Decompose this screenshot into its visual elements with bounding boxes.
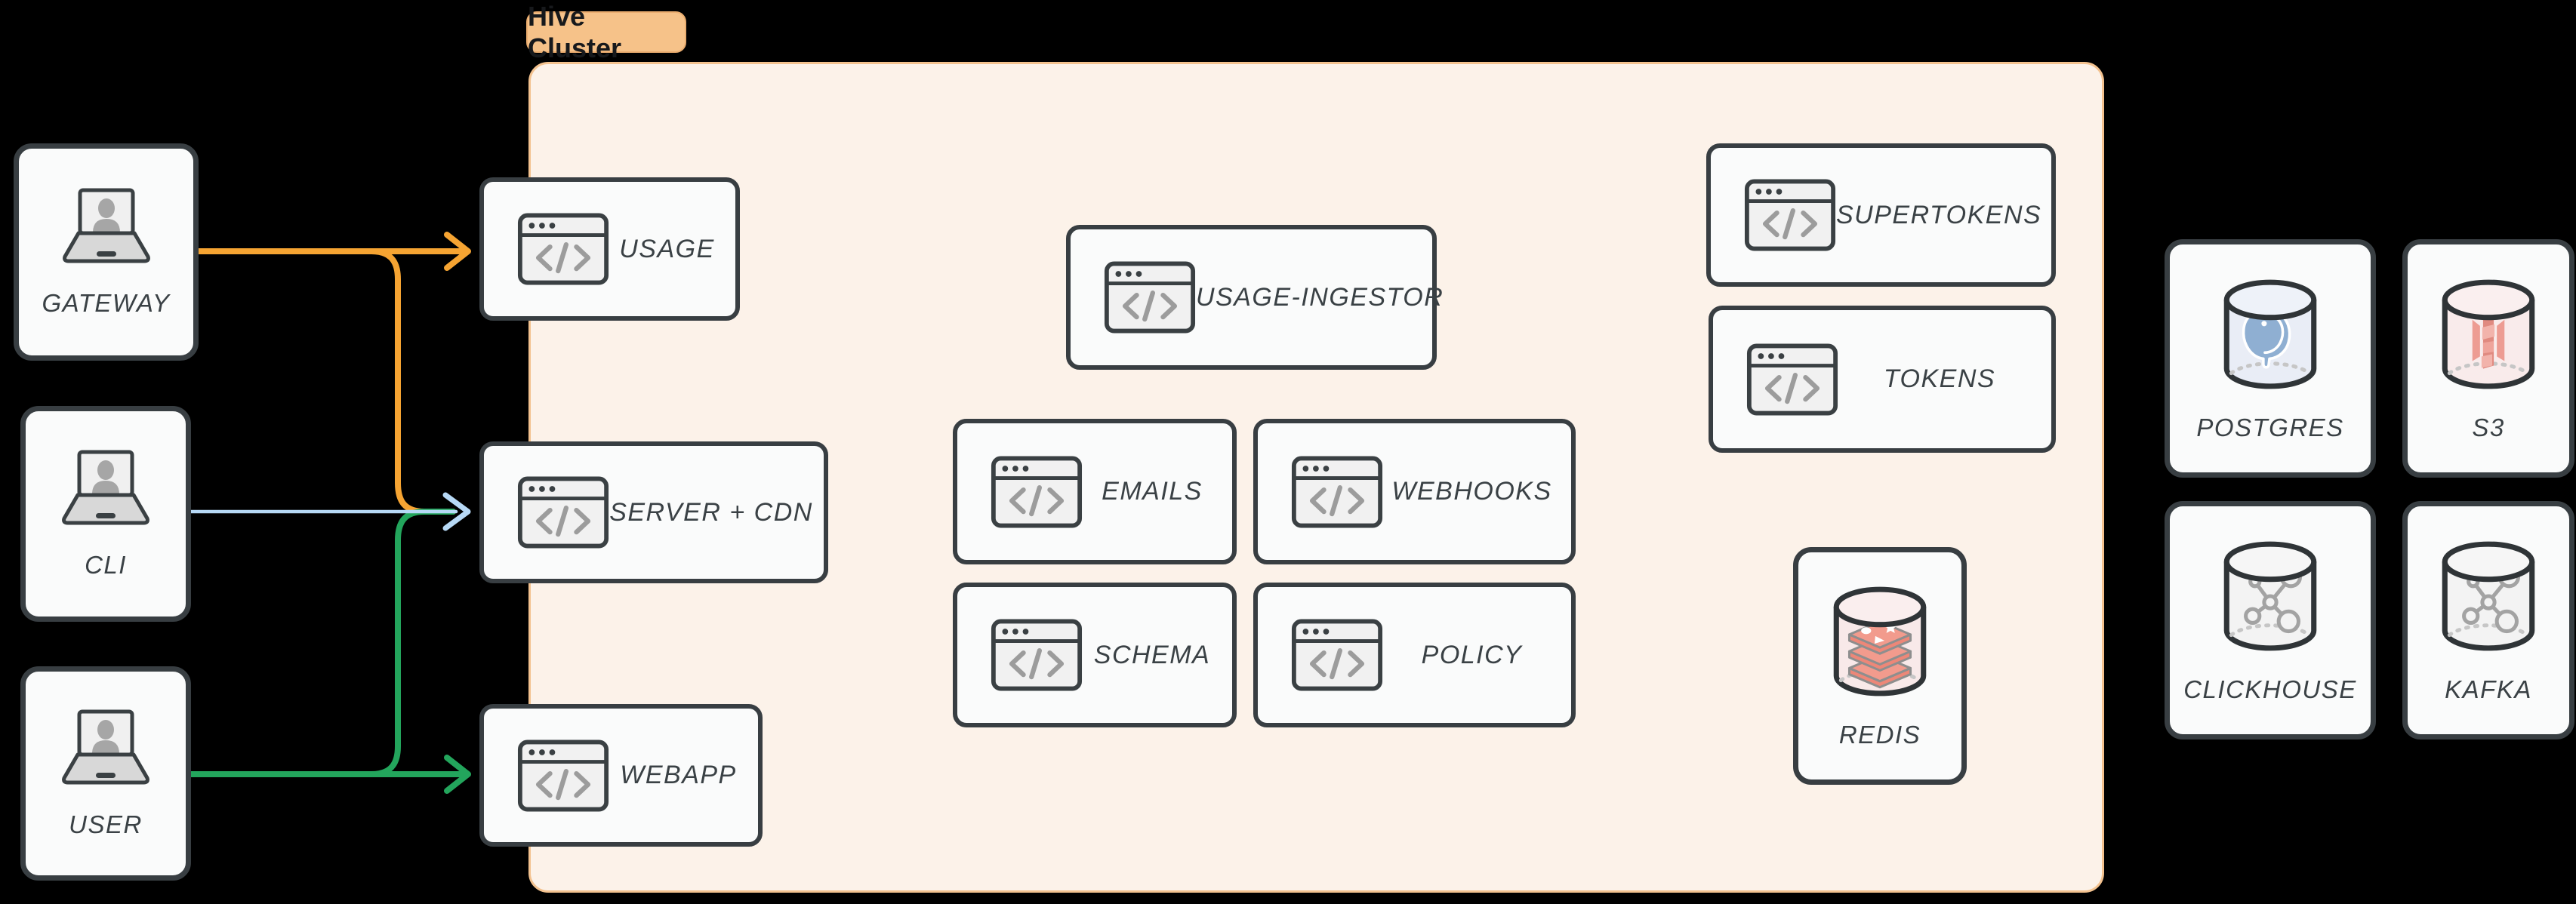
node-usage-ingestor: USAGE-INGESTOR xyxy=(1066,225,1443,370)
node-postgres: POSTGRES xyxy=(2165,239,2376,478)
kafka-broker-icon xyxy=(2439,537,2538,656)
node-label: SUPERTOKENS xyxy=(1836,200,2042,229)
node-label: USAGE xyxy=(619,234,715,263)
edge-gateway-usage-head xyxy=(444,232,471,271)
node-policy: POLICY xyxy=(1253,583,1576,727)
node-label: S3 xyxy=(2472,413,2505,441)
node-label: REDIS xyxy=(1838,721,1921,749)
node-label: TOKENS xyxy=(1883,364,1996,393)
node-label: WEBAPP xyxy=(620,761,737,789)
browser-code-icon xyxy=(517,475,609,549)
node-supertokens: SUPERTOKENS xyxy=(1706,143,2056,287)
node-clickhouse: CLICKHOUSE xyxy=(2165,501,2376,739)
browser-code-icon xyxy=(1291,618,1383,692)
edge-user-webapp-head xyxy=(444,755,471,794)
clickhouse-database-icon xyxy=(2220,537,2320,656)
laptop-user-icon xyxy=(48,708,163,791)
node-label: SCHEMA xyxy=(1093,640,1211,669)
node-label: SERVER + CDN xyxy=(609,497,813,527)
node-s3: S3 xyxy=(2402,239,2574,478)
laptop-user-icon xyxy=(48,448,163,531)
node-server-cdn: SERVER + CDN xyxy=(479,441,828,583)
node-label: EMAILS xyxy=(1102,477,1203,506)
node-webapp: WEBAPP xyxy=(479,704,763,847)
node-label: CLICKHOUSE xyxy=(2183,675,2357,703)
edge-gateway-servercdn xyxy=(368,248,456,515)
hive-cluster-label: Hive Cluster xyxy=(526,1,686,63)
node-label: CLI xyxy=(85,551,127,579)
node-label: POSTGRES xyxy=(2196,413,2344,441)
laptop-user-icon xyxy=(49,186,164,269)
node-webhooks: WEBHOOKS xyxy=(1253,419,1576,564)
node-user: USER xyxy=(20,666,191,881)
s3-storage-icon xyxy=(2439,275,2538,394)
node-label: USAGE-INGESTOR xyxy=(1196,282,1444,312)
browser-code-icon xyxy=(1746,343,1838,417)
browser-code-icon xyxy=(1744,178,1836,252)
browser-code-icon xyxy=(991,455,1083,529)
node-label: POLICY xyxy=(1421,640,1523,669)
node-label: WEBHOOKS xyxy=(1391,477,1552,506)
browser-code-icon xyxy=(991,618,1083,692)
node-emails: EMAILS xyxy=(953,419,1237,564)
node-redis: REDIS xyxy=(1793,547,1967,785)
node-label: GATEWAY xyxy=(42,289,171,317)
postgres-database-icon xyxy=(2220,275,2320,394)
node-kafka: KAFKA xyxy=(2402,501,2574,739)
browser-code-icon xyxy=(1291,455,1383,529)
node-gateway: GATEWAY xyxy=(14,143,199,361)
node-cli: CLI xyxy=(20,406,191,622)
node-schema: SCHEMA xyxy=(953,583,1237,727)
node-label: USER xyxy=(69,810,143,838)
redis-database-icon xyxy=(1830,583,1930,701)
edge-user-servercdn xyxy=(368,509,456,777)
edge-cli-servercdn-head xyxy=(442,492,471,531)
node-tokens: TOKENS xyxy=(1709,306,2056,453)
browser-code-icon xyxy=(517,212,609,286)
browser-code-icon xyxy=(1104,260,1196,334)
node-label: KAFKA xyxy=(2445,675,2532,703)
browser-code-icon xyxy=(517,739,609,813)
node-usage: USAGE xyxy=(479,177,740,321)
